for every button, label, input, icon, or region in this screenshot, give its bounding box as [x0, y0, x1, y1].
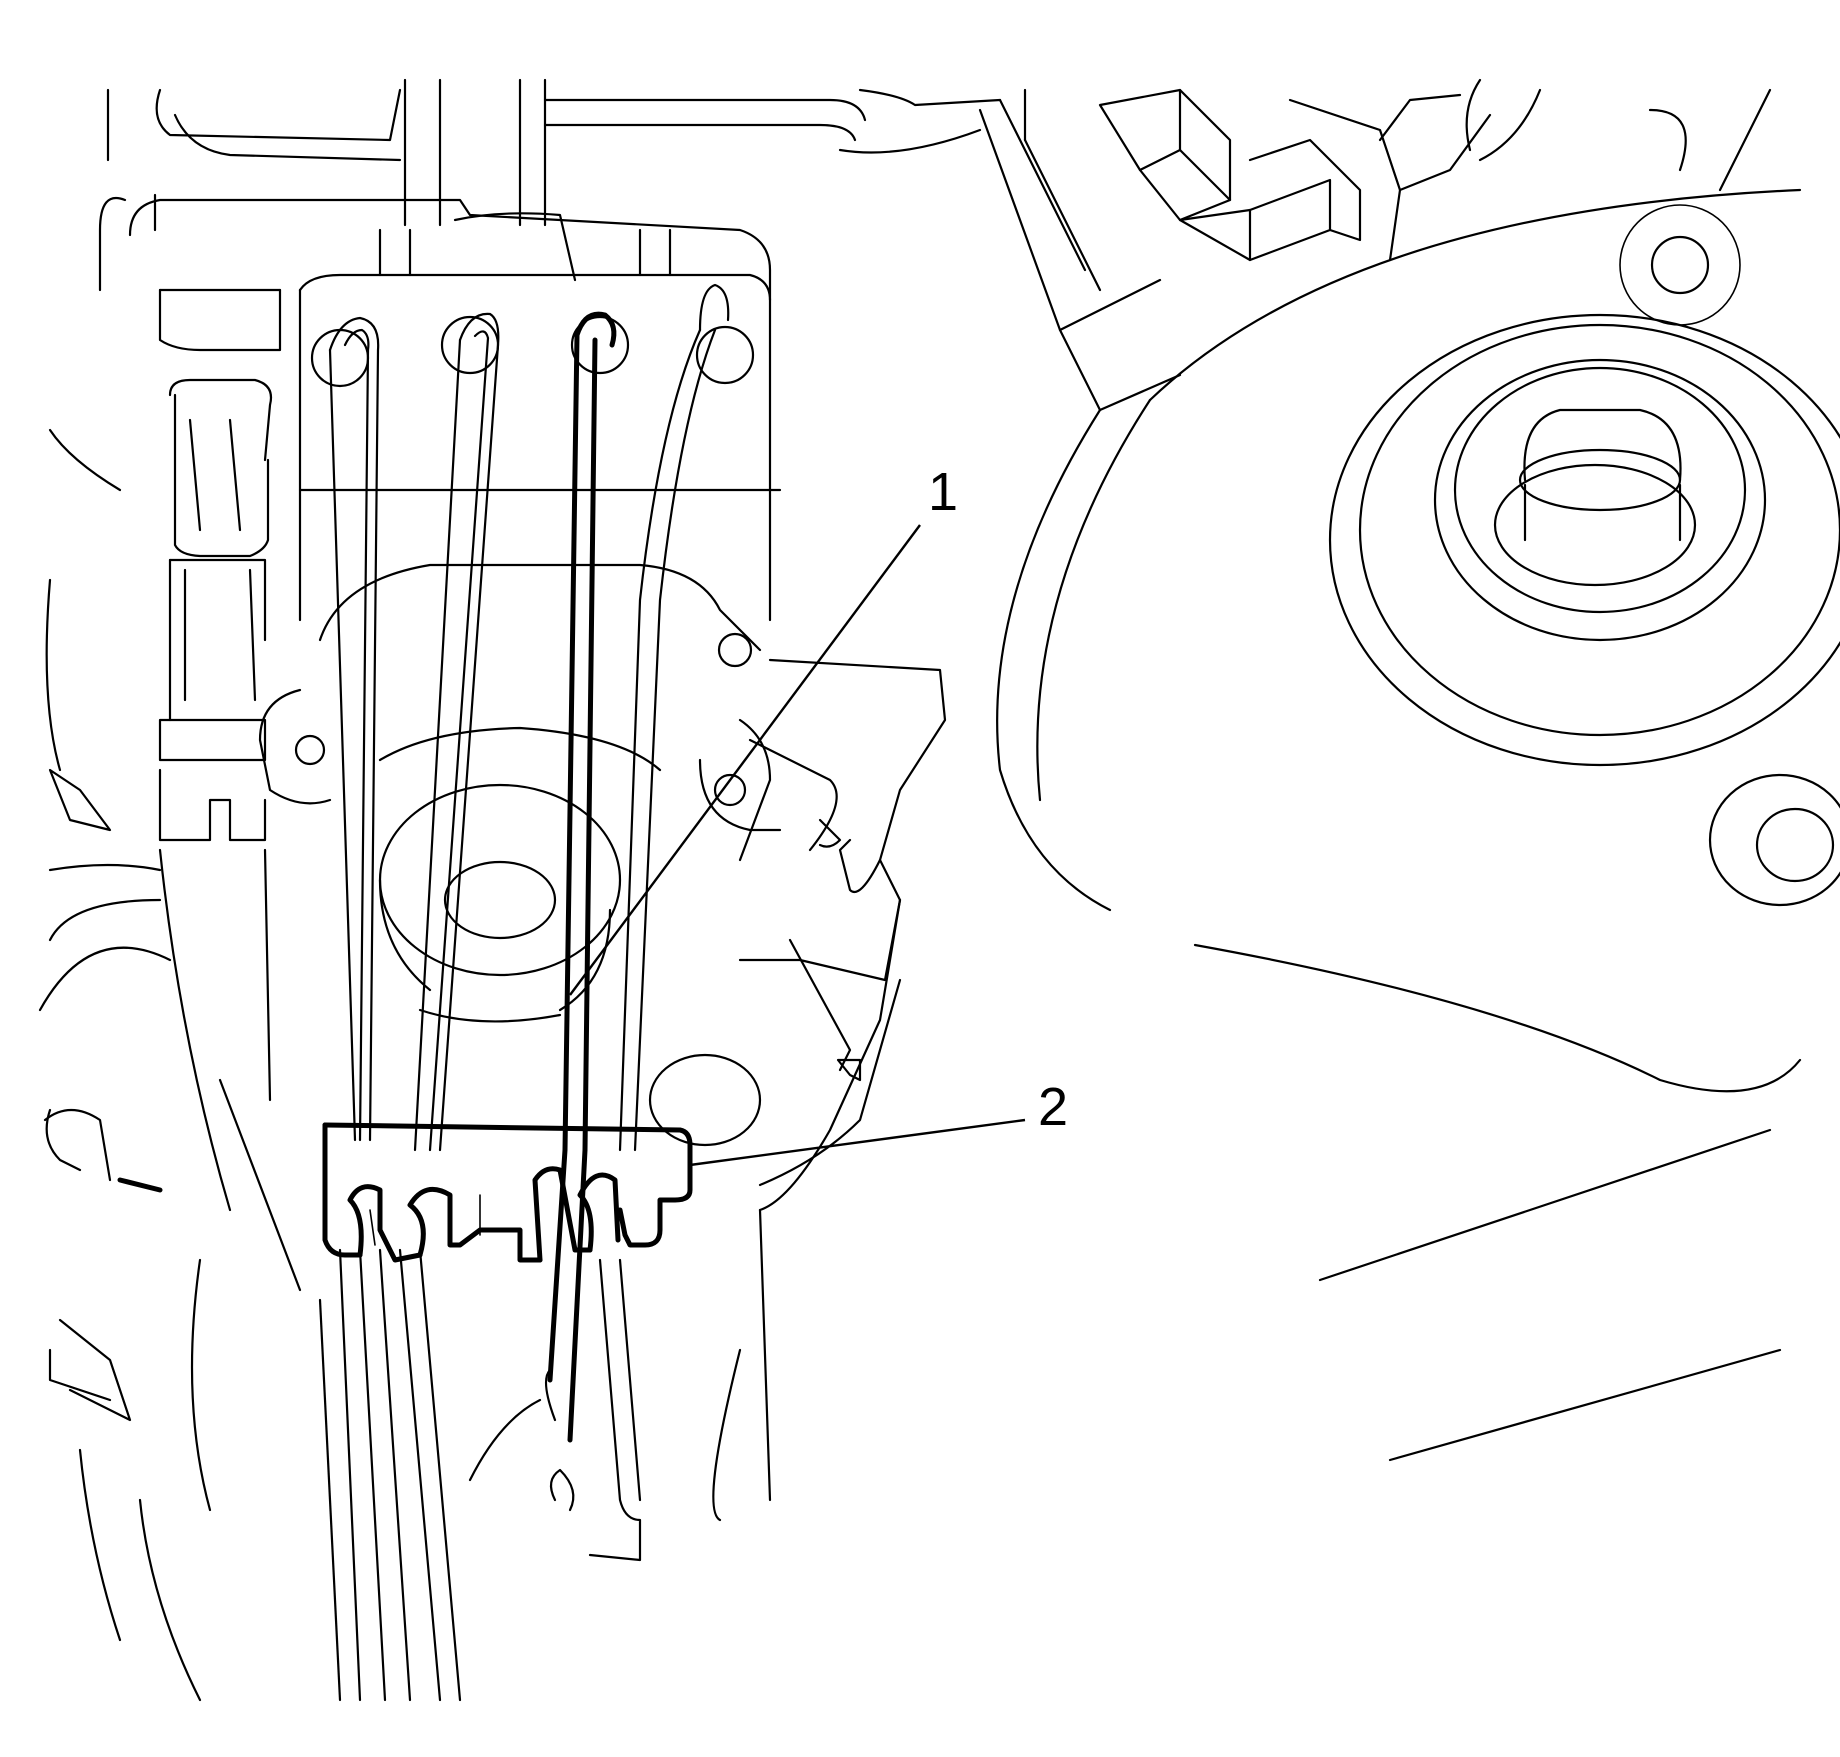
- brake-pipes: [328, 283, 730, 1702]
- upper-frame: [106, 78, 1772, 412]
- highlighted-brake-pipe: [547, 311, 617, 1443]
- callout-1: 1: [928, 462, 958, 522]
- brake-pipe-retainer: [322, 1122, 693, 1263]
- strut-mount-housing: [996, 188, 1840, 1462]
- left-background: [38, 428, 202, 1702]
- electrical-connector: [98, 193, 342, 1702]
- callout-2: 2: [1038, 1077, 1068, 1137]
- abs-modulator-body: [128, 198, 947, 1522]
- leader-lines: [569, 524, 1026, 1167]
- leader-line-1: [569, 524, 921, 996]
- leader-line-2: [689, 1118, 1026, 1167]
